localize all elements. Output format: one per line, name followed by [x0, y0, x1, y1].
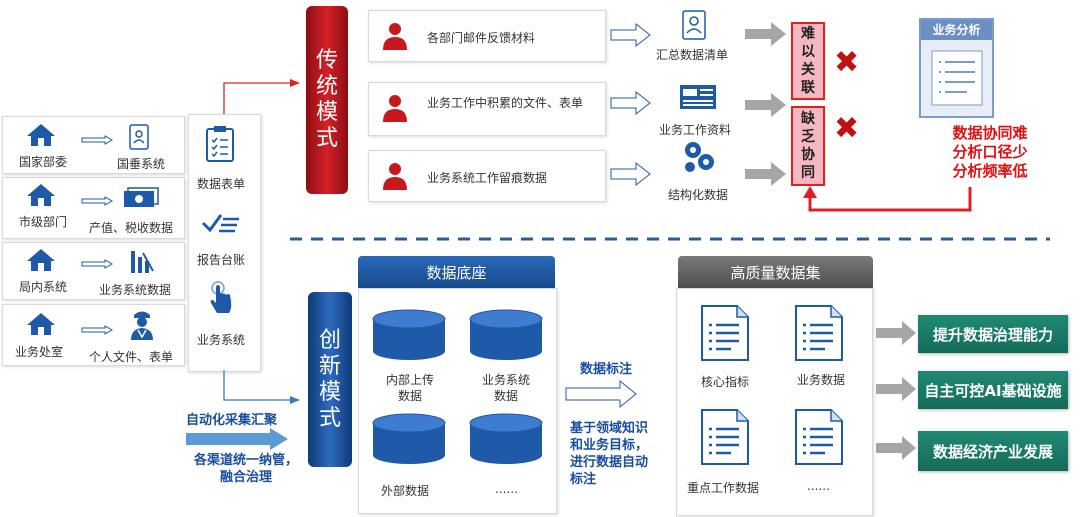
channel-label: 业务系统 [197, 333, 246, 347]
channel-label: 数据表单 [197, 177, 246, 191]
source-target: 个人文件、表单 [89, 350, 174, 364]
check-list-icon [201, 214, 239, 233]
outcome-data-economy: 数据经济产业发展 [918, 431, 1068, 471]
touch-hand-icon [210, 281, 232, 313]
home-icon [27, 313, 55, 335]
analysis-title: 业务分析 [921, 20, 992, 40]
base-item-label: 内部上传数据 [385, 373, 434, 403]
trad-item-0: 各部门邮件反馈材料 [368, 10, 606, 62]
source-name: 业务处室 [15, 345, 64, 359]
source-row-2: 局内系统 业务系统数据 [2, 242, 185, 300]
trad-item-text: 业务工作中积累的文件、表单 [427, 96, 584, 110]
source-row-1: 市级部门 产值、税收数据 [2, 177, 185, 239]
collect-desc: 各渠道统一纳管， 融合治理 [194, 453, 299, 485]
document-icon [795, 409, 843, 465]
dataset-item-label: 核心指标 [701, 375, 750, 389]
trad-item-1: 业务工作中积累的文件、表单 [368, 82, 606, 136]
molecule-icon [685, 142, 714, 172]
dataset-item-label: 业务数据 [797, 373, 846, 387]
database-icon [372, 413, 446, 464]
close-icon: ✖ [834, 111, 860, 146]
arrow-right-icon [81, 135, 113, 145]
arrow-right-icon [81, 196, 113, 206]
database-icon [372, 309, 446, 360]
source-row-0: 国家部委 国垂系统 [2, 116, 185, 174]
person-officer-icon [131, 311, 153, 340]
person-icon [383, 23, 407, 50]
document-icon [795, 305, 843, 361]
home-icon [27, 249, 55, 271]
trad-item-2: 业务系统工作留痕数据 [368, 150, 606, 202]
issue-item: 分析口径少 [952, 143, 1028, 161]
dataset-item-label: ...... [807, 479, 830, 493]
money-icon [124, 187, 159, 207]
channel-label: 报告台账 [197, 253, 246, 267]
traditional-mode-label: 传统模式 [306, 6, 348, 194]
source-row-3: 业务处室 个人文件、表单 [2, 304, 185, 366]
document-lines-icon [931, 50, 983, 106]
dataset-item-label: 重点工作数据 [687, 481, 760, 495]
base-item-label: ...... [495, 482, 518, 496]
base-item-label: 外部数据 [381, 484, 430, 498]
outcome-governance: 提升数据治理能力 [918, 315, 1068, 353]
id-card-icon [682, 10, 706, 40]
annotate-title: 数据标注 [580, 362, 633, 377]
home-icon [27, 184, 55, 206]
innovation-mode-label: 创新模式 [308, 292, 352, 467]
trad-item-text: 业务系统工作留痕数据 [427, 171, 548, 185]
arrow-right-icon [81, 259, 113, 269]
trad-result: 结构化数据 [668, 188, 729, 202]
problem-box-collaboration: 缺乏协同 [791, 106, 825, 186]
problem-box-association: 难以关联 [791, 22, 825, 100]
data-base-panel: 内部上传数据 业务系统数据 外部数据 ...... [358, 288, 557, 514]
database-icon [469, 309, 543, 360]
source-name: 市级部门 [19, 215, 68, 229]
home-icon [27, 124, 55, 146]
person-icon [383, 163, 407, 190]
issue-list: 数据协同难 分析口径少 分析频率低 [942, 124, 1038, 181]
trad-result: 业务工作资料 [659, 123, 732, 137]
source-target: 产值、税收数据 [89, 221, 174, 235]
id-card-icon [129, 124, 149, 150]
source-target: 国垂系统 [117, 157, 166, 171]
bar-chart-icon [131, 251, 154, 273]
clipboard-icon [206, 126, 234, 162]
annotate-desc: 基于领域知识 和业务目标， 进行数据自动 标注 [570, 421, 649, 487]
base-item-label: 业务系统数据 [481, 373, 530, 403]
newspaper-icon [680, 85, 716, 109]
dataset-header: 高质量数据集 [678, 256, 873, 288]
trad-item-text: 各部门邮件反馈材料 [427, 31, 536, 45]
issue-item: 分析频率低 [952, 162, 1028, 180]
channel-column: 数据表单 报告台账 业务系统 [188, 114, 261, 372]
collect-title: 自动化采集汇聚 [186, 413, 278, 428]
issue-item: 数据协同难 [952, 124, 1028, 142]
dataset-panel: 核心指标 业务数据 重点工作数据 ...... [676, 288, 873, 516]
outcome-ai-infrastructure: 自主可控AI基础设施 [918, 371, 1068, 409]
data-base-header: 数据底座 [358, 256, 555, 288]
close-icon: ✖ [834, 45, 860, 80]
business-analysis-doc: 业务分析 [919, 18, 994, 118]
source-name: 局内系统 [19, 280, 68, 294]
person-icon [383, 95, 407, 122]
document-icon [701, 409, 749, 465]
arrow-right-icon [81, 325, 113, 335]
source-name: 国家部委 [19, 155, 68, 169]
source-target: 业务系统数据 [99, 283, 172, 297]
trad-result: 汇总数据清单 [656, 48, 729, 62]
document-icon [701, 305, 749, 361]
database-icon [469, 413, 543, 464]
